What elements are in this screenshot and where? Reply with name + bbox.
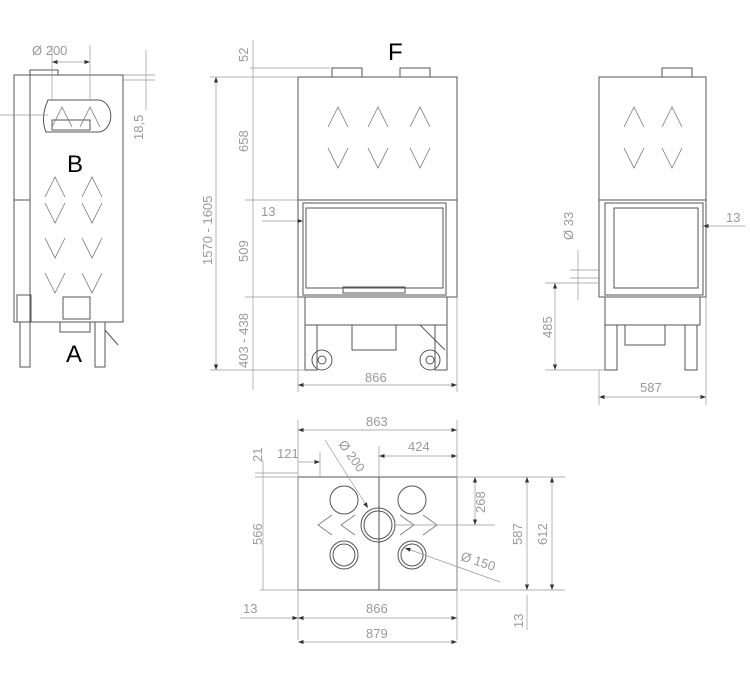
dim-right-depth: 587 (640, 380, 662, 395)
dim-left-offset: 121 (277, 446, 299, 461)
dim-pin-height: Ø 33 (561, 212, 576, 240)
dim-top-collar: 52 (236, 48, 251, 62)
dim-top-margin: 21 (250, 448, 265, 462)
dim-bottom-frame: 13 (511, 614, 526, 628)
dim-total-height: 1570 - 1605 (200, 196, 215, 265)
front-view: F 52 658 509 403 - 438 1570 - 1605 13 86… (200, 39, 458, 392)
dim-flue-depth: 268 (473, 491, 488, 513)
label-a: A (66, 341, 82, 368)
dim-top-width: 863 (366, 414, 388, 429)
dim-left-frame: 13 (243, 601, 257, 616)
label-f: F (388, 39, 403, 66)
dim-front-width: 866 (365, 370, 387, 385)
dim-flue-offset: 424 (408, 439, 430, 454)
dim-right-frame-offset: 13 (726, 210, 740, 225)
dim-flue-diameter: Ø 200 (32, 43, 67, 58)
dim-total-width: 879 (366, 626, 388, 641)
dim-door-height: 509 (236, 240, 251, 262)
dim-upper-height: 658 (236, 130, 251, 152)
dim-top-offset: 18,5 (131, 115, 146, 140)
dim-total-depth: 612 (535, 523, 550, 545)
dim-air-diameter: Ø 150 (459, 549, 497, 574)
top-view: 863 424 121 21 Ø 200 268 566 587 612 Ø 1… (240, 414, 565, 645)
dim-door-bottom-height: 485 (540, 316, 555, 338)
label-b: B (67, 151, 83, 178)
dim-top-view-width: 866 (366, 601, 388, 616)
left-side-view: Ø 200 18,5 B A (0, 43, 155, 368)
dim-inner-depth: 566 (250, 523, 265, 545)
dim-base-height: 403 - 438 (236, 313, 251, 368)
right-side-view: Ø 33 13 485 587 (540, 67, 745, 405)
dim-flue-diameter-top: Ø 200 (336, 437, 369, 475)
dim-frame-offset: 13 (261, 204, 275, 219)
dim-depth: 587 (510, 523, 525, 545)
